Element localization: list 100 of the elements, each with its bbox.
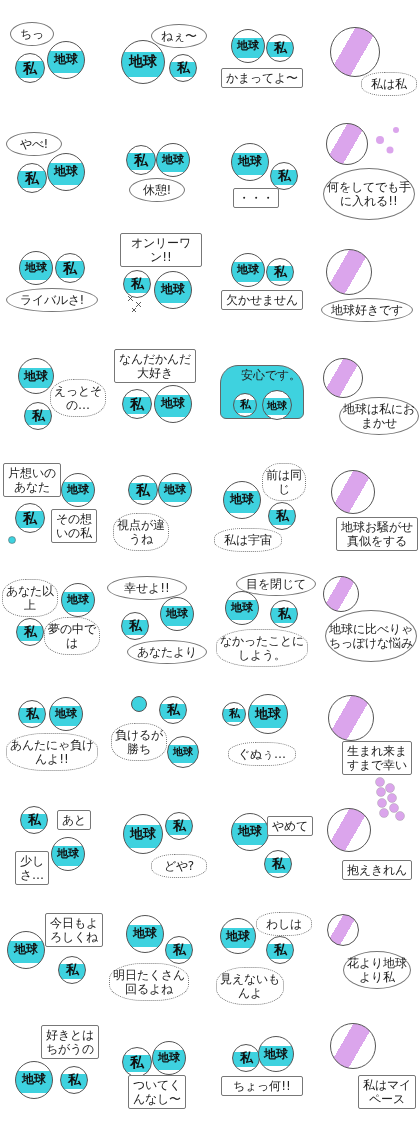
- sign-box: オンリーワン!!: [120, 233, 202, 267]
- sign-box: 地球お騒がせ真似をする: [336, 517, 418, 551]
- sign-box: 生まれ来ますまで幸い: [342, 741, 412, 775]
- character-ball: 私: [159, 696, 187, 724]
- thought-bubble: 視点が違うね: [113, 513, 169, 551]
- character-ball: 地球: [231, 29, 265, 63]
- speech-bubble: 花より地球より私: [343, 951, 411, 989]
- thought-bubble: わしは: [256, 912, 312, 936]
- speech-bubble: 何をしてでも手に入れる!!: [323, 168, 415, 220]
- striped-ball: [326, 123, 368, 165]
- speech-bubble: 幸せよ!!: [107, 576, 187, 600]
- character-ball: 地球: [15, 1061, 53, 1099]
- character-ball: 地球: [231, 253, 265, 287]
- character-ball: 私: [232, 1044, 260, 1072]
- character-ball: 私: [121, 612, 149, 640]
- sign-box: やめて: [267, 816, 313, 836]
- striped-ball: [330, 1023, 376, 1069]
- sign-box: 好きとはちがうの: [41, 1025, 99, 1059]
- character-ball: 私: [58, 956, 86, 984]
- sign-box: ついてくんなし〜: [128, 1075, 186, 1109]
- speech-bubble: あなたより: [127, 640, 207, 664]
- character-ball: 私: [268, 502, 296, 530]
- thought-bubble: 明日たくさん回るよね: [109, 963, 189, 1001]
- character-ball: 私: [270, 600, 298, 628]
- thought-bubble: なかったことにしよう。: [216, 629, 308, 667]
- speech-bubble: 目を閉じて: [236, 572, 316, 596]
- character-ball: 私: [55, 253, 85, 283]
- character-ball: 地球: [51, 837, 85, 871]
- character-ball: 私: [165, 812, 193, 840]
- character-ball: 私: [169, 54, 197, 82]
- speech-bubble: 地球に比べりゃちっぽけな悩み: [325, 610, 417, 662]
- character-ball: 私: [233, 393, 257, 417]
- thought-bubble: あんたにゃ負けんよ!!: [6, 733, 98, 771]
- speech-bubble: ライバルさ!: [6, 288, 98, 312]
- character-ball: 地球: [154, 385, 192, 423]
- character-ball: [131, 696, 147, 712]
- character-ball: 地球: [123, 814, 163, 854]
- character-ball: 私: [222, 702, 246, 726]
- character-ball: 私: [266, 258, 294, 286]
- striped-ball: [328, 695, 374, 741]
- character-ball: 私: [266, 936, 294, 964]
- character-ball: 私: [17, 163, 47, 193]
- sign-box: あと: [57, 810, 91, 830]
- thought-bubble: えっとその…: [50, 379, 106, 417]
- character-ball: 私: [122, 1047, 152, 1077]
- character-ball: 地球: [49, 697, 83, 731]
- character-ball: 地球: [262, 390, 292, 420]
- character-ball: 地球: [225, 591, 259, 625]
- sign-box: 抱えきれん: [342, 860, 412, 880]
- character-ball: 私: [24, 402, 52, 430]
- sign-box: その想いの私: [51, 509, 97, 543]
- character-ball: 地球: [231, 143, 269, 181]
- character-ball: 地球: [154, 271, 192, 309]
- speech-bubble: やべ!: [6, 132, 62, 156]
- character-ball: 私: [266, 34, 294, 62]
- thought-bubble: 前は同じ: [262, 463, 306, 501]
- character-ball: 地球: [167, 736, 199, 768]
- car-drawing: [220, 365, 304, 419]
- sign-box: なんだかんだ大好き: [114, 349, 196, 383]
- sign-box: ちょっ何!!: [221, 1076, 303, 1096]
- character-ball: 私: [18, 700, 46, 728]
- character-ball: 地球: [47, 153, 85, 191]
- character-ball: 私: [16, 618, 44, 646]
- character-ball: 地球: [160, 597, 194, 631]
- speech-bubble: 地球好きです: [321, 298, 413, 322]
- striped-ball: [323, 358, 363, 398]
- thought-bubble: 夢の中では: [44, 617, 100, 655]
- sign-box: 今日もよろしくね: [45, 913, 103, 947]
- striped-ball: [323, 576, 359, 612]
- character-ball: 私: [15, 53, 45, 83]
- character-ball: 地球: [231, 813, 269, 851]
- striped-ball: [326, 249, 372, 295]
- thought-bubble: 見えないもんよ: [216, 967, 284, 1005]
- character-ball: 私: [123, 270, 151, 298]
- character-ball: 地球: [152, 1041, 186, 1075]
- character-ball: 私: [264, 850, 292, 878]
- character-ball: 私: [20, 806, 48, 834]
- thought-bubble: どや?: [151, 854, 207, 878]
- character-ball: 地球: [18, 358, 54, 394]
- character-ball: 地球: [156, 143, 190, 177]
- thought-bubble: ぐぬぅ…: [228, 742, 296, 766]
- character-ball: 地球: [258, 1036, 294, 1072]
- speech-bubble: ちっ: [10, 22, 54, 46]
- sign-box: 私はマイペース: [358, 1075, 416, 1109]
- character-ball: 地球: [47, 41, 85, 79]
- striped-ball: [330, 27, 380, 77]
- speech-bubble: ねぇ〜: [151, 24, 207, 48]
- character-ball: 地球: [61, 583, 95, 617]
- sign-box: ・・・: [233, 188, 279, 208]
- character-ball: 私: [165, 936, 193, 964]
- striped-ball: [327, 808, 371, 852]
- sign-box: かまってよ〜: [221, 68, 303, 88]
- sign-box: 片想いのあなた: [3, 463, 61, 497]
- character-ball: 地球: [61, 473, 95, 507]
- character-ball: 私: [122, 389, 152, 419]
- character-ball: 地球: [223, 481, 261, 519]
- character-ball: 私: [126, 145, 156, 175]
- car-text: 安心です。: [241, 369, 301, 383]
- character-ball: 地球: [126, 915, 164, 953]
- character-ball: 地球: [19, 251, 53, 285]
